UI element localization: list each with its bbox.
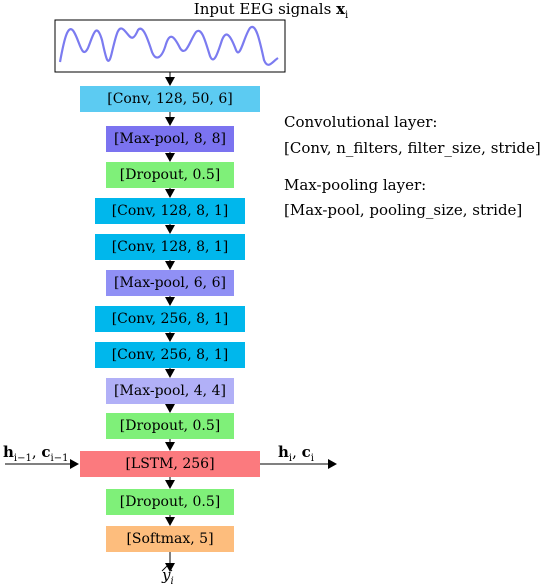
- layer-box-7: [Conv, 256, 8, 1]: [95, 306, 245, 332]
- layer-box-9: [Max-pool, 4, 4]: [106, 378, 234, 404]
- lstm-input-h: h: [3, 443, 14, 461]
- arrow-7-head: [165, 333, 175, 342]
- lstm-output-sep: ,: [292, 443, 302, 461]
- lstm-input-arrow-head: [70, 459, 79, 469]
- arrow-11-head: [165, 480, 175, 489]
- layer-box-5: [Conv, 128, 8, 1]: [95, 234, 245, 260]
- layer-box-4: [Conv, 128, 8, 1]: [95, 198, 245, 224]
- layer-box-13: [Softmax, 5]: [106, 526, 234, 552]
- input-title: Input EEG signals xi: [0, 0, 542, 21]
- legend-pool-title: Max-pooling layer:: [284, 176, 427, 194]
- arrow-9-head: [165, 404, 175, 413]
- arrow-5-head: [165, 261, 175, 270]
- input-title-symbol: x: [336, 0, 346, 18]
- arrow-6-head: [165, 297, 175, 306]
- output-y: y: [162, 566, 171, 584]
- arrow-4-head: [165, 225, 175, 234]
- arrow-3-head: [165, 189, 175, 198]
- layer-box-11: [LSTM, 256]: [80, 451, 260, 477]
- legend-conv-format: [Conv, n_filters, filter_size, stride]: [284, 139, 541, 157]
- layer-box-2: [Max-pool, 8, 8]: [106, 126, 234, 152]
- lstm-input-c: c: [41, 443, 51, 461]
- layer-box-1: [Conv, 128, 50, 6]: [80, 86, 260, 112]
- lstm-output-arrow-head: [328, 459, 337, 469]
- arrow-10-head: [165, 442, 175, 451]
- legend-conv-title: Convolutional layer:: [284, 113, 438, 131]
- arrow-8-head: [165, 369, 175, 378]
- lstm-output-c-sub: i: [310, 453, 314, 464]
- lstm-input-sep: ,: [31, 443, 42, 461]
- lstm-output-c: c: [301, 443, 311, 461]
- lstm-output-h: h: [278, 443, 289, 461]
- arrow-output-head: [165, 563, 175, 572]
- lstm-input-h-sub: i−1: [13, 453, 32, 464]
- lstm-input-c-sub: i−1: [50, 453, 69, 464]
- layer-box-8: [Conv, 256, 8, 1]: [95, 342, 245, 368]
- layer-box-6: [Max-pool, 6, 6]: [106, 270, 234, 296]
- lstm-output-h-sub: i: [288, 453, 293, 464]
- input-signal-box: [54, 19, 286, 73]
- legend-pool-format: [Max-pool, pooling_size, stride]: [284, 201, 523, 219]
- arrow-12-head: [165, 517, 175, 526]
- arrow-2-head: [165, 153, 175, 162]
- lstm-input-label: hi−1, ci−1: [3, 443, 69, 464]
- arrow-1-head: [165, 117, 175, 126]
- layer-box-12: [Dropout, 0.5]: [106, 489, 234, 515]
- output-hat: [161, 565, 173, 572]
- input-title-sub: i: [345, 10, 349, 21]
- lstm-output-label: hi, ci: [278, 443, 314, 464]
- input-title-text: Input EEG signals: [193, 0, 332, 18]
- layer-box-10: [Dropout, 0.5]: [106, 413, 234, 439]
- eeg-signal-waveform: [58, 25, 279, 66]
- output-y-sub: i: [170, 576, 174, 587]
- output-label: yi: [162, 566, 174, 587]
- layer-box-3: [Dropout, 0.5]: [106, 162, 234, 188]
- arrow-input-head: [165, 77, 175, 86]
